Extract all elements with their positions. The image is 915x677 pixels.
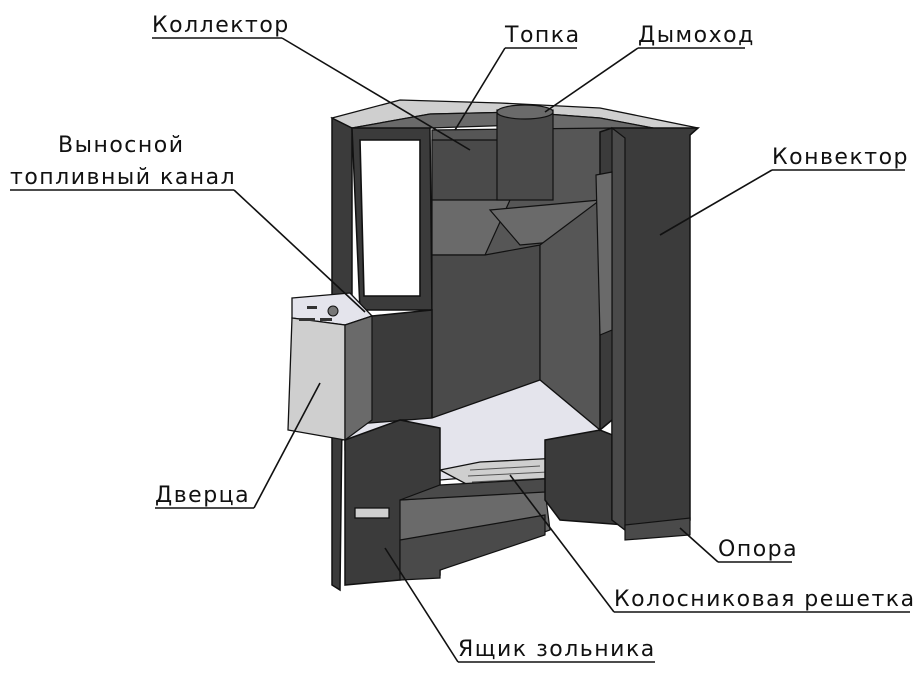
leader-grate — [509, 474, 615, 613]
ash-box-handle — [354, 507, 390, 519]
label-convector: Конвектор — [772, 145, 909, 170]
leader-support — [679, 527, 719, 563]
door-slots-icon — [299, 306, 332, 321]
door-latch-icon — [327, 305, 339, 317]
leader-convector — [659, 169, 773, 236]
leader-door — [253, 382, 321, 509]
label-ash-box: Ящик зольника — [458, 637, 656, 662]
collector-window — [359, 139, 421, 297]
convector-inner-strip — [595, 171, 613, 336]
leader-firebox — [454, 47, 506, 131]
chimney-opening — [496, 104, 554, 120]
leader-lines — [10, 37, 910, 663]
label-firebox: Топка — [504, 23, 581, 48]
leader-collector — [281, 37, 471, 151]
label-chimney: Дымоход — [638, 23, 755, 48]
label-fuel-channel-line1: Выносной — [58, 133, 185, 158]
leader-chimney — [544, 47, 639, 113]
stove-body — [330, 99, 700, 592]
label-collector: Коллектор — [152, 13, 290, 38]
door-panel — [287, 317, 346, 441]
convector-edge — [611, 126, 626, 532]
label-grate: Колосниковая решетка — [614, 587, 915, 612]
label-fuel-channel-line2: топливный канал — [10, 165, 236, 190]
chimney-pipe — [496, 109, 554, 201]
labels: Коллектор Топка Дымоход Выносной топливн… — [10, 13, 915, 662]
support-foot — [624, 517, 691, 541]
leader-ash-box — [384, 547, 459, 663]
label-door: Дверца — [155, 483, 250, 508]
leader-fuel-channel — [233, 189, 366, 313]
ash-box-lower — [399, 514, 546, 581]
door-side — [344, 315, 373, 442]
label-support: Опора — [718, 537, 798, 562]
fuel-channel-group — [287, 292, 374, 442]
